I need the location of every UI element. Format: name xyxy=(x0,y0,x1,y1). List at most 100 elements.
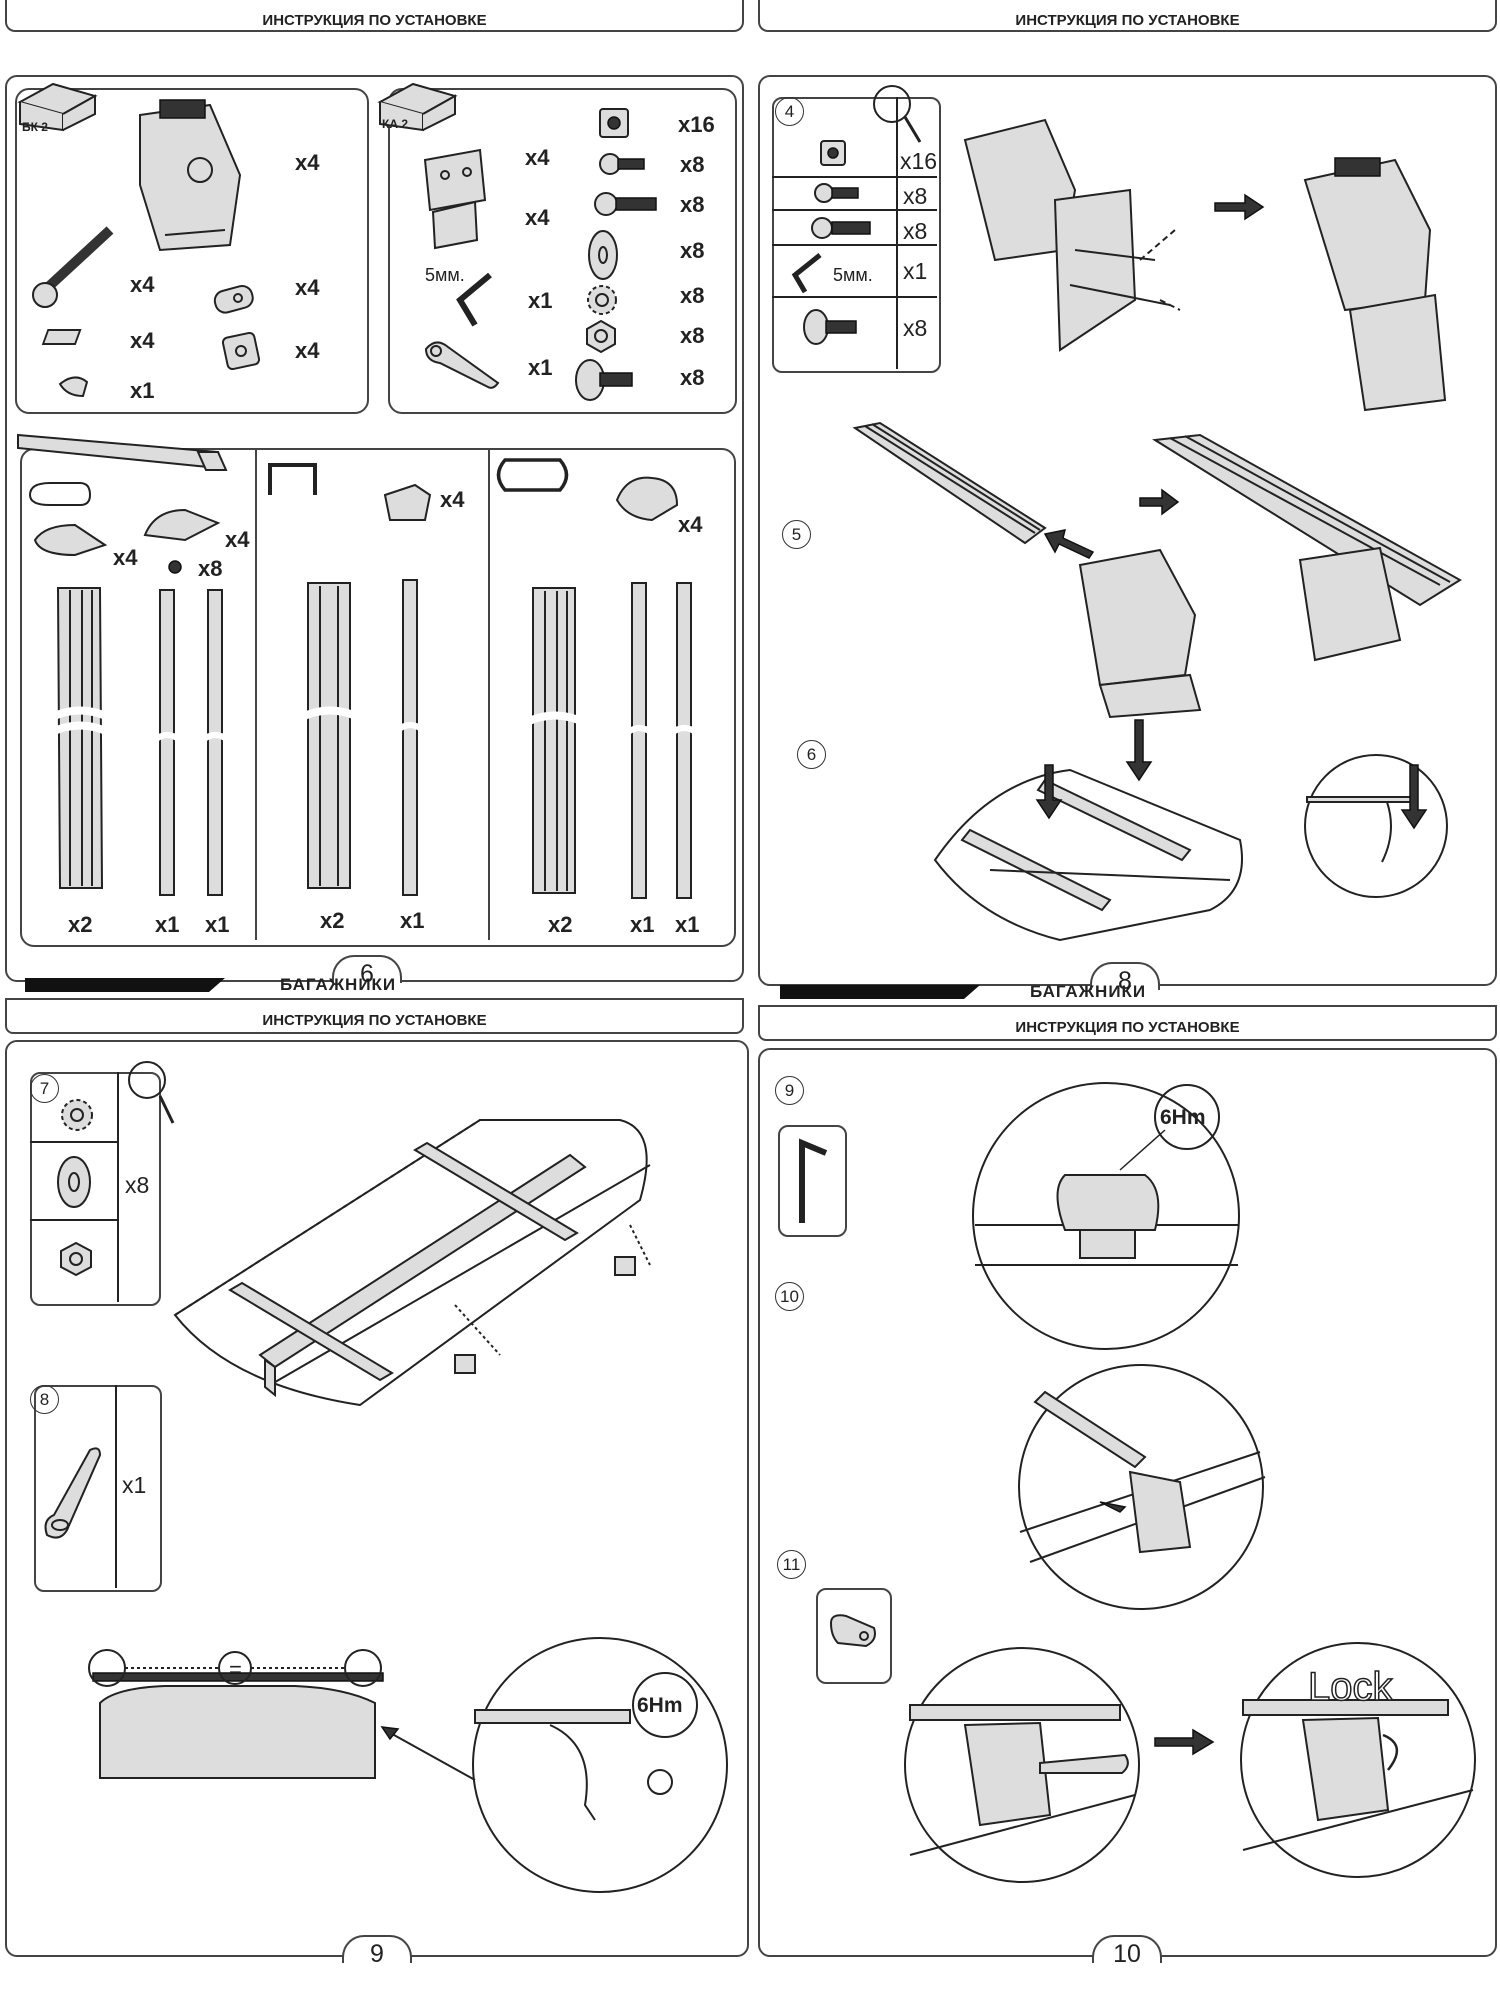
qty: x8 xyxy=(903,218,928,244)
page9-header: ИНСТРУКЦИЯ ПО УСТАНОВКЕ xyxy=(5,998,744,1034)
qty: x2 xyxy=(548,912,573,937)
hex-key-size: 5мм. xyxy=(833,265,873,285)
kit1-box xyxy=(15,88,369,414)
washer-icon xyxy=(588,230,618,280)
profile-strip-icon xyxy=(298,582,362,889)
screw-icon xyxy=(814,183,859,203)
qty: x1 xyxy=(528,355,553,380)
parts-table xyxy=(772,97,941,373)
qty: x4 xyxy=(295,150,320,175)
qty: x4 xyxy=(225,527,250,552)
small-screw-icon xyxy=(168,560,182,574)
qty: x2 xyxy=(320,908,345,933)
table-lines xyxy=(30,1072,119,1302)
table-lines xyxy=(115,1385,117,1588)
screw-icon xyxy=(599,153,645,175)
seal-strip-icon xyxy=(201,589,230,896)
long-screw-icon xyxy=(811,217,871,239)
detail-circle-illustration xyxy=(472,1637,728,1893)
qty: x8 xyxy=(125,1172,150,1198)
detail-circle-illustration xyxy=(972,1082,1240,1350)
seal-strip-icon xyxy=(625,582,654,899)
nut-icon xyxy=(60,1241,92,1277)
end-cap-icon xyxy=(33,523,108,557)
qty: x4 xyxy=(678,512,703,537)
torque-circle xyxy=(1154,1084,1220,1150)
equal-sign: = xyxy=(229,1657,242,1682)
magnifier-icon xyxy=(873,85,922,143)
lock-label: Lock xyxy=(1307,1664,1393,1710)
seal-strip-icon xyxy=(153,589,182,896)
qty: x1 xyxy=(675,912,700,937)
torque-circle xyxy=(632,1672,698,1738)
key-icon xyxy=(829,1614,876,1648)
foot-pad-icon xyxy=(139,99,242,252)
car-roof-illustration xyxy=(933,768,1243,942)
qty: x8 xyxy=(680,283,705,308)
qty: x16 xyxy=(678,112,715,137)
step-6-label: 6 xyxy=(797,740,826,769)
brand-text: БАГАЖНИКИ xyxy=(1030,982,1147,1001)
foot-illustration xyxy=(1078,548,1202,719)
box-icon xyxy=(377,82,458,132)
washer-icon xyxy=(57,1156,91,1208)
arrow-down-icon xyxy=(1035,764,1063,820)
kit2-box xyxy=(388,88,737,414)
profile-strip-icon xyxy=(523,587,587,894)
square-nut-icon xyxy=(820,140,846,166)
qty: x1 xyxy=(155,912,180,937)
step-8-label: 8 xyxy=(30,1385,59,1414)
magnifier-icon xyxy=(128,1061,175,1124)
roof-bar-icon xyxy=(17,433,228,471)
car-roof-bars-illustration xyxy=(173,1119,651,1407)
divider xyxy=(488,450,490,940)
page6-header: ИНСТРУКЦИЯ ПО УСТАНОВКЕ xyxy=(5,0,744,32)
qty: x8 xyxy=(903,315,928,341)
qty: x1 xyxy=(400,908,425,933)
torque-value: 6Hm xyxy=(1160,1106,1206,1129)
qty: x4 xyxy=(113,545,138,570)
profiles-box xyxy=(20,448,736,947)
rounded-profile-icon xyxy=(496,458,569,492)
arrow-right-icon xyxy=(1154,1728,1215,1756)
seal-strip-icon xyxy=(396,579,425,896)
brand-text: БАГАЖНИКИ xyxy=(280,975,397,994)
qty: x1 xyxy=(903,258,928,284)
qty: x1 xyxy=(630,912,655,937)
step-7-label: 7 xyxy=(30,1074,59,1103)
washer-plate-icon xyxy=(221,331,261,371)
torque-value: 6Hm xyxy=(637,1694,683,1717)
qty: x1 xyxy=(528,288,553,313)
bracket-icon xyxy=(423,148,487,250)
qty: x4 xyxy=(130,328,155,353)
end-cap-icon xyxy=(615,476,679,522)
hex-key-size: 5мм. xyxy=(425,265,465,285)
qty: x16 xyxy=(900,148,938,174)
page-number: 10 xyxy=(1092,1935,1162,1968)
foot-assembled-illustration xyxy=(1303,157,1447,412)
arrow-right-icon xyxy=(1214,193,1265,221)
arrow-right-icon xyxy=(1139,488,1180,516)
hex-key-icon xyxy=(791,253,822,294)
brand-logo xyxy=(25,978,225,992)
clip-icon xyxy=(41,329,82,345)
qty: x1 xyxy=(122,1472,147,1498)
detail-circle-illustration xyxy=(1240,1642,1476,1878)
long-screw-icon xyxy=(594,192,657,216)
page-number: 9 xyxy=(342,1935,412,1968)
step-11-label: 11 xyxy=(777,1550,806,1579)
qty: x8 xyxy=(198,556,223,581)
page8-header: ИНСТРУКЦИЯ ПО УСТАНОВКЕ xyxy=(758,0,1497,32)
qty: x8 xyxy=(680,238,705,263)
step-10-label: 10 xyxy=(775,1282,804,1311)
qty: x8 xyxy=(903,183,928,209)
profile-strip-icon xyxy=(48,587,112,889)
hex-key-icon xyxy=(456,272,492,327)
tool-box xyxy=(778,1125,847,1237)
bar-position-illustration xyxy=(88,1649,384,1779)
carriage-bolt-icon xyxy=(575,359,633,401)
detail-circle-illustration xyxy=(1018,1364,1266,1610)
bar-illustration xyxy=(852,421,1047,545)
key-icon xyxy=(58,376,89,398)
wrench-icon xyxy=(44,1447,102,1539)
